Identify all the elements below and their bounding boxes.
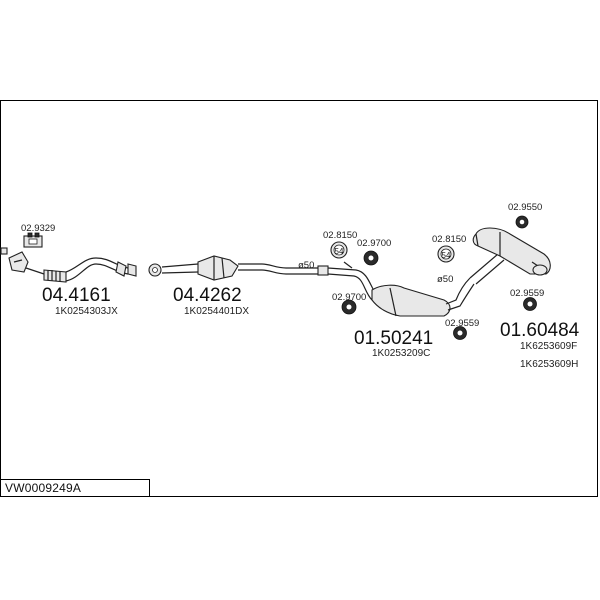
accessory-label-02-8150-left: 02.8150 [323, 230, 357, 241]
rubber-hanger-drawing-1[interactable] [343, 250, 379, 269]
diagram-frame [0, 100, 598, 497]
rubber-hanger-drawing-4[interactable] [515, 215, 529, 229]
part-ref-4b: 1K6253609H [520, 359, 578, 370]
rubber-hanger-drawing-3[interactable] [453, 326, 467, 340]
part-ref-3: 1K0253209C [372, 348, 430, 359]
accessory-label-02-9559-right: 02.9559 [510, 288, 544, 299]
front-pipe-drawing[interactable] [0, 247, 137, 283]
accessory-label-02-9559-mid: 02.9559 [445, 318, 479, 329]
rubber-hanger-drawing-5[interactable] [523, 297, 537, 311]
pipe-diameter-label-2: ø50 [437, 274, 453, 285]
part-number-1: 04.4161 [42, 285, 111, 306]
clamp-badge-2: 54 [442, 251, 451, 260]
part-ref-4a: 1K6253609F [520, 341, 577, 352]
accessory-label-02-9550: 02.9550 [508, 202, 542, 213]
part-ref-1: 1K0254303JX [55, 306, 118, 317]
middle-silencer-drawing[interactable] [327, 267, 475, 317]
rubber-hanger-drawing-2[interactable] [341, 299, 357, 315]
diagram-code: VW0009249A [5, 481, 82, 495]
rear-silencer-drawing[interactable] [469, 227, 551, 285]
part-ref-2: 1K0254401DX [184, 306, 249, 317]
pipe-diameter-label-1: ø50 [298, 260, 314, 271]
catalyst-pipe-drawing[interactable] [148, 255, 329, 281]
flange-gasket-drawing[interactable] [23, 232, 43, 248]
part-number-2: 04.4262 [173, 285, 242, 306]
accessory-label-02-9700-bottom: 02.9700 [332, 292, 366, 303]
accessory-label-02-9329: 02.9329 [21, 223, 55, 234]
part-number-4: 01.60484 [500, 320, 580, 341]
clamp-badge-1: 54 [335, 247, 344, 256]
part-number-3: 01.50241 [354, 328, 433, 349]
accessory-label-02-8150-right: 02.8150 [432, 234, 466, 245]
clamp-drawing-1[interactable]: 54 [330, 241, 348, 259]
accessory-label-02-9700-top: 02.9700 [357, 238, 391, 249]
clamp-drawing-2[interactable]: 54 [437, 245, 455, 263]
diagram-code-box: VW0009249A [0, 479, 150, 497]
